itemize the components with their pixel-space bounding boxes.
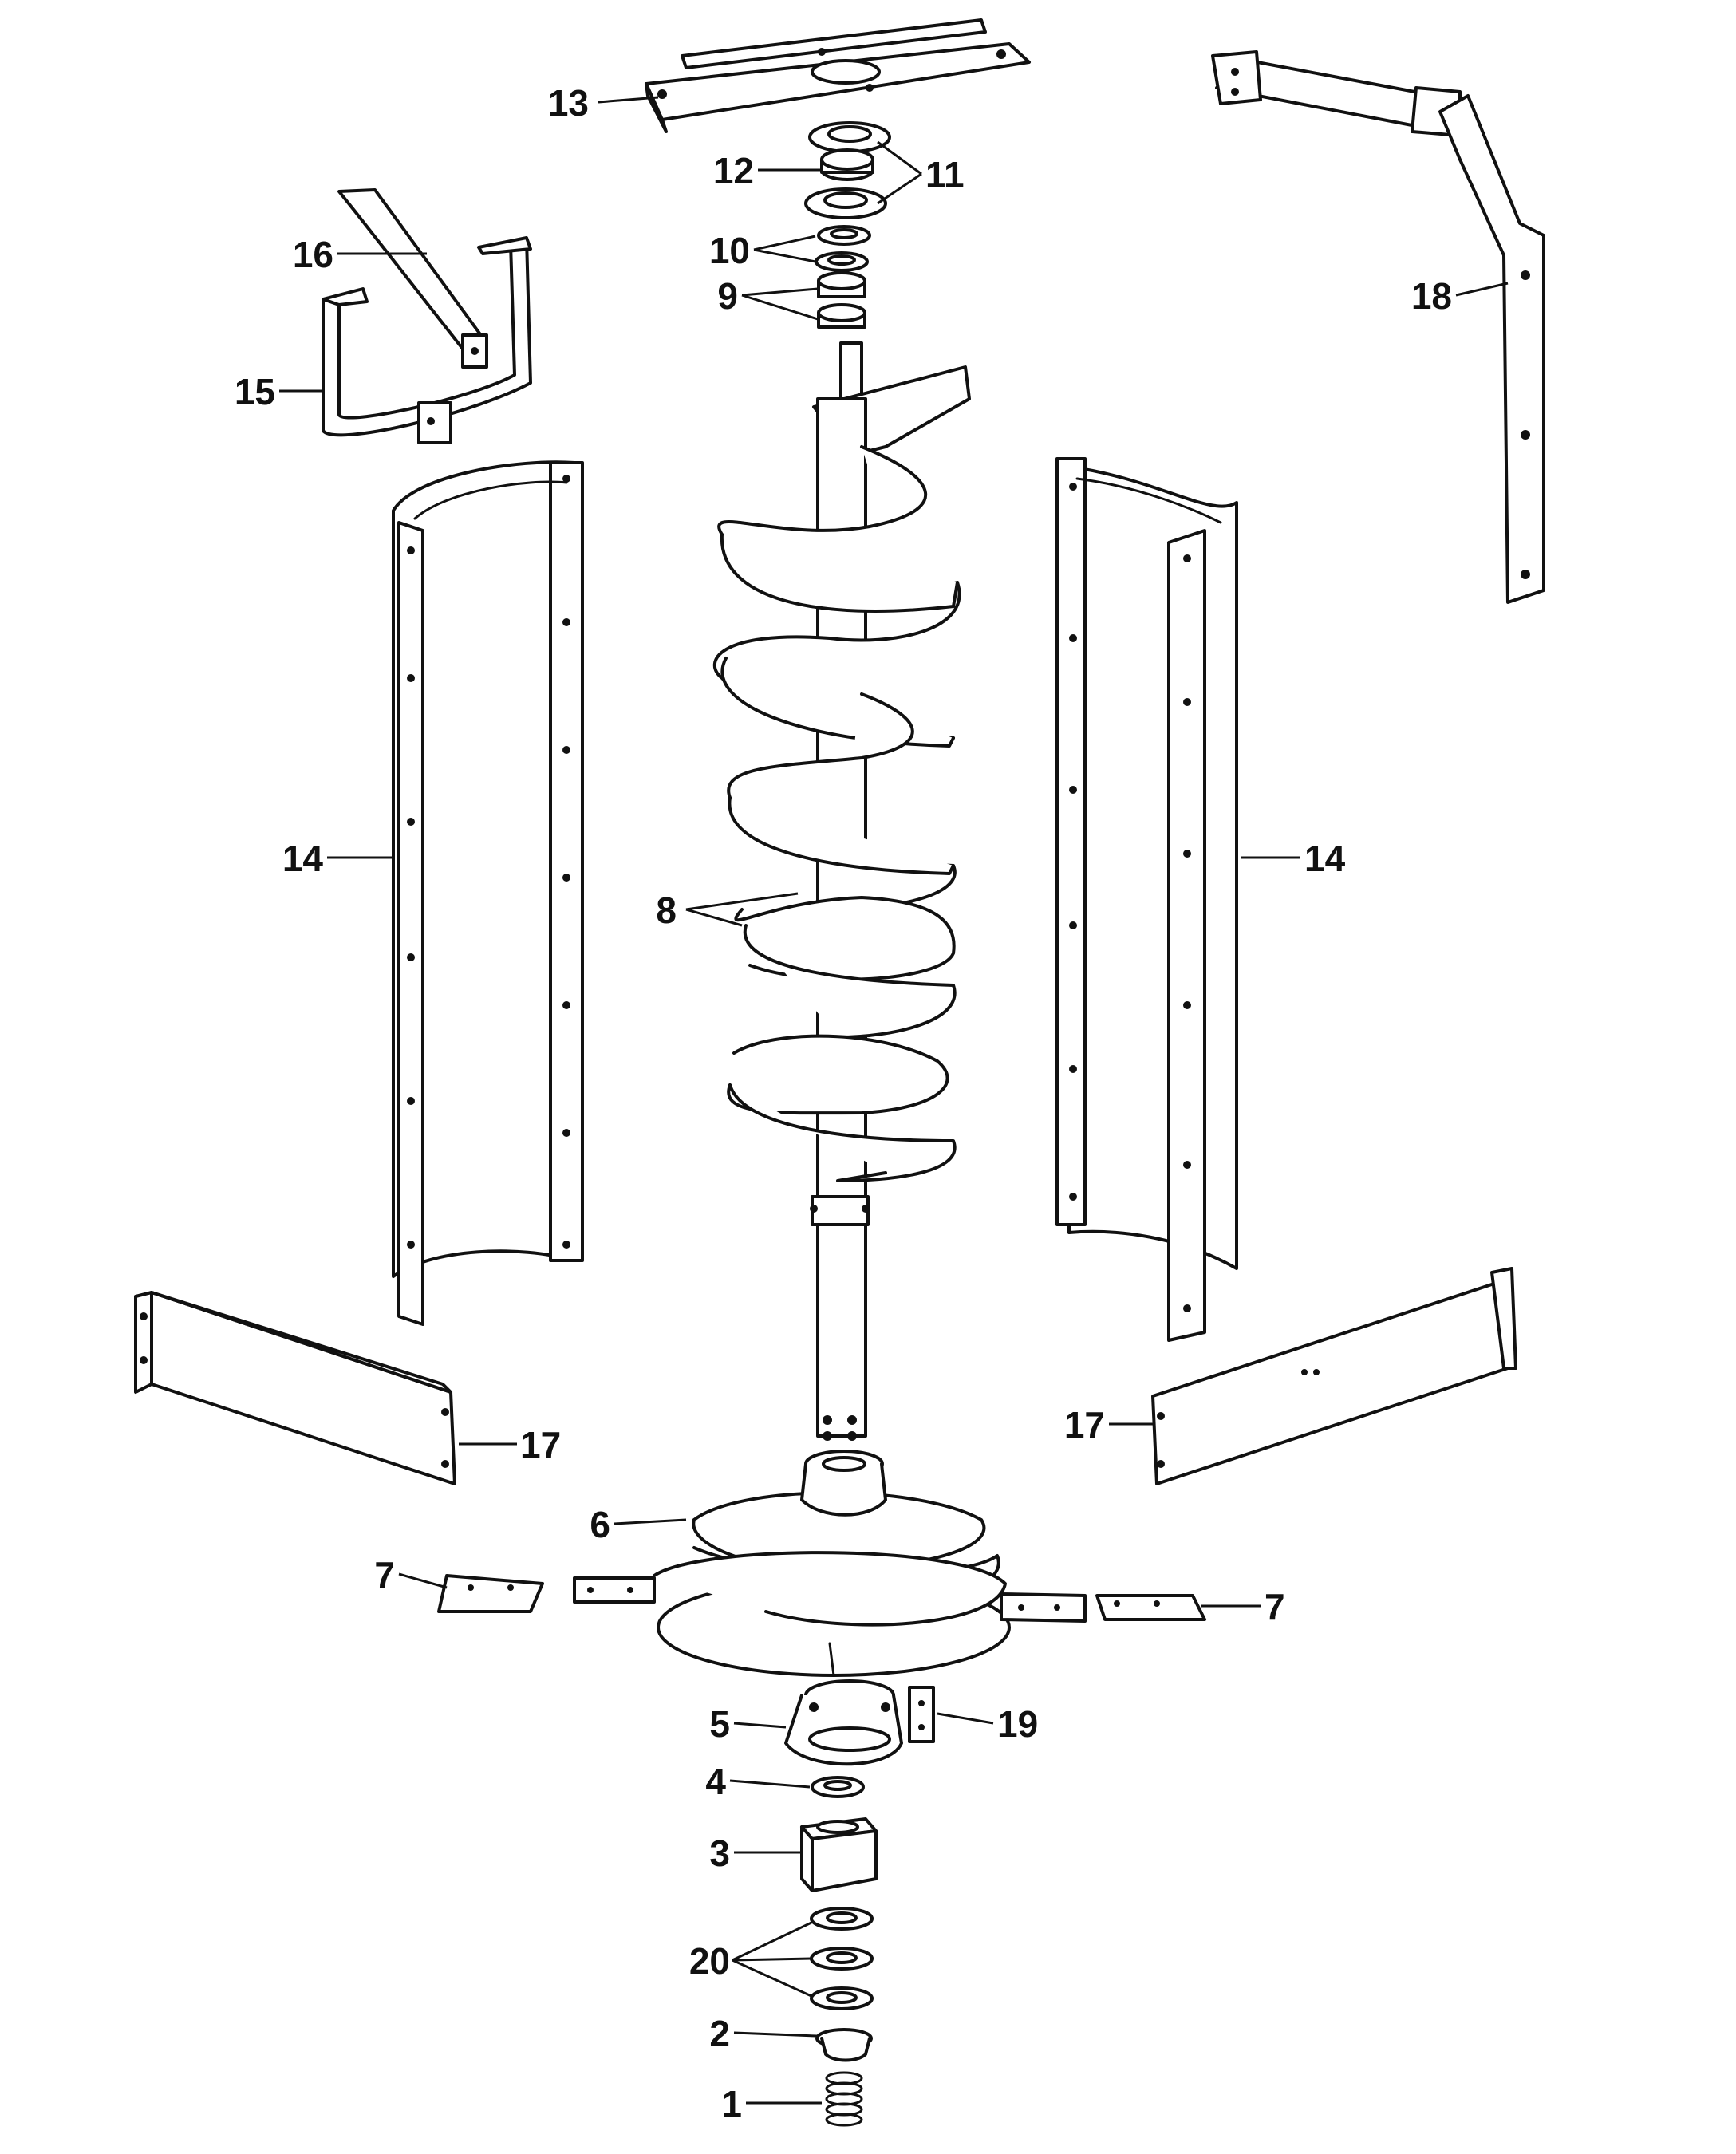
housing-half-left bbox=[392, 460, 584, 1326]
coil-spring bbox=[825, 2071, 863, 2127]
washer-pair bbox=[815, 225, 871, 272]
callout-13: 13 bbox=[548, 82, 589, 124]
thrust-washer bbox=[815, 2028, 873, 2062]
housing-half-right bbox=[1055, 457, 1238, 1342]
callout-2: 2 bbox=[709, 2013, 730, 2054]
callout-7-left: 7 bbox=[374, 1554, 395, 1596]
cutter-blade-left bbox=[437, 1574, 544, 1613]
bushing-pair bbox=[817, 271, 866, 329]
callout-5: 5 bbox=[709, 1703, 730, 1745]
auger bbox=[713, 341, 971, 1441]
bearing-flange-bottom bbox=[804, 187, 887, 219]
callout-19: 19 bbox=[997, 1703, 1038, 1745]
callout-14-left: 14 bbox=[282, 838, 324, 879]
callout-15: 15 bbox=[235, 371, 275, 412]
callout-9: 9 bbox=[717, 275, 738, 317]
spring-washers bbox=[810, 1907, 874, 2010]
blade-mount-arms bbox=[573, 1576, 1087, 1623]
callout-10: 10 bbox=[709, 230, 750, 271]
callout-7-right: 7 bbox=[1265, 1586, 1285, 1627]
bearing-block bbox=[800, 1817, 878, 1892]
callout-18: 18 bbox=[1411, 275, 1452, 317]
callout-1: 1 bbox=[721, 2083, 742, 2124]
support-arm bbox=[1211, 50, 1545, 604]
callout-labels: 13 12 11 10 9 16 15 18 14 14 8 17 17 6 7… bbox=[235, 82, 1452, 2124]
side-panel-right bbox=[1151, 1267, 1517, 1485]
callout-8: 8 bbox=[656, 890, 677, 931]
hub-housing bbox=[784, 1679, 903, 1766]
seal-ring bbox=[811, 1776, 865, 1798]
callout-17-left: 17 bbox=[520, 1424, 561, 1466]
top-mounting-plate bbox=[645, 18, 1031, 133]
callout-17-right: 17 bbox=[1064, 1404, 1105, 1446]
callout-11: 11 bbox=[925, 154, 965, 195]
base-auger-disc bbox=[653, 1450, 1011, 1677]
callout-6: 6 bbox=[590, 1504, 610, 1545]
bearing bbox=[820, 148, 874, 181]
key-plate bbox=[908, 1686, 935, 1743]
u-bracket bbox=[322, 236, 532, 444]
callout-4: 4 bbox=[705, 1761, 726, 1802]
cutter-blade-right bbox=[1095, 1594, 1206, 1621]
side-panel-left bbox=[134, 1291, 456, 1485]
bearing-flange-top bbox=[808, 121, 891, 153]
callout-3: 3 bbox=[709, 1832, 730, 1874]
callout-16: 16 bbox=[293, 234, 333, 275]
leader-lines bbox=[279, 96, 1509, 2105]
callout-14-right: 14 bbox=[1304, 838, 1346, 879]
callout-12: 12 bbox=[713, 150, 754, 191]
brace-bar bbox=[337, 188, 488, 369]
callout-20: 20 bbox=[689, 1940, 730, 1982]
